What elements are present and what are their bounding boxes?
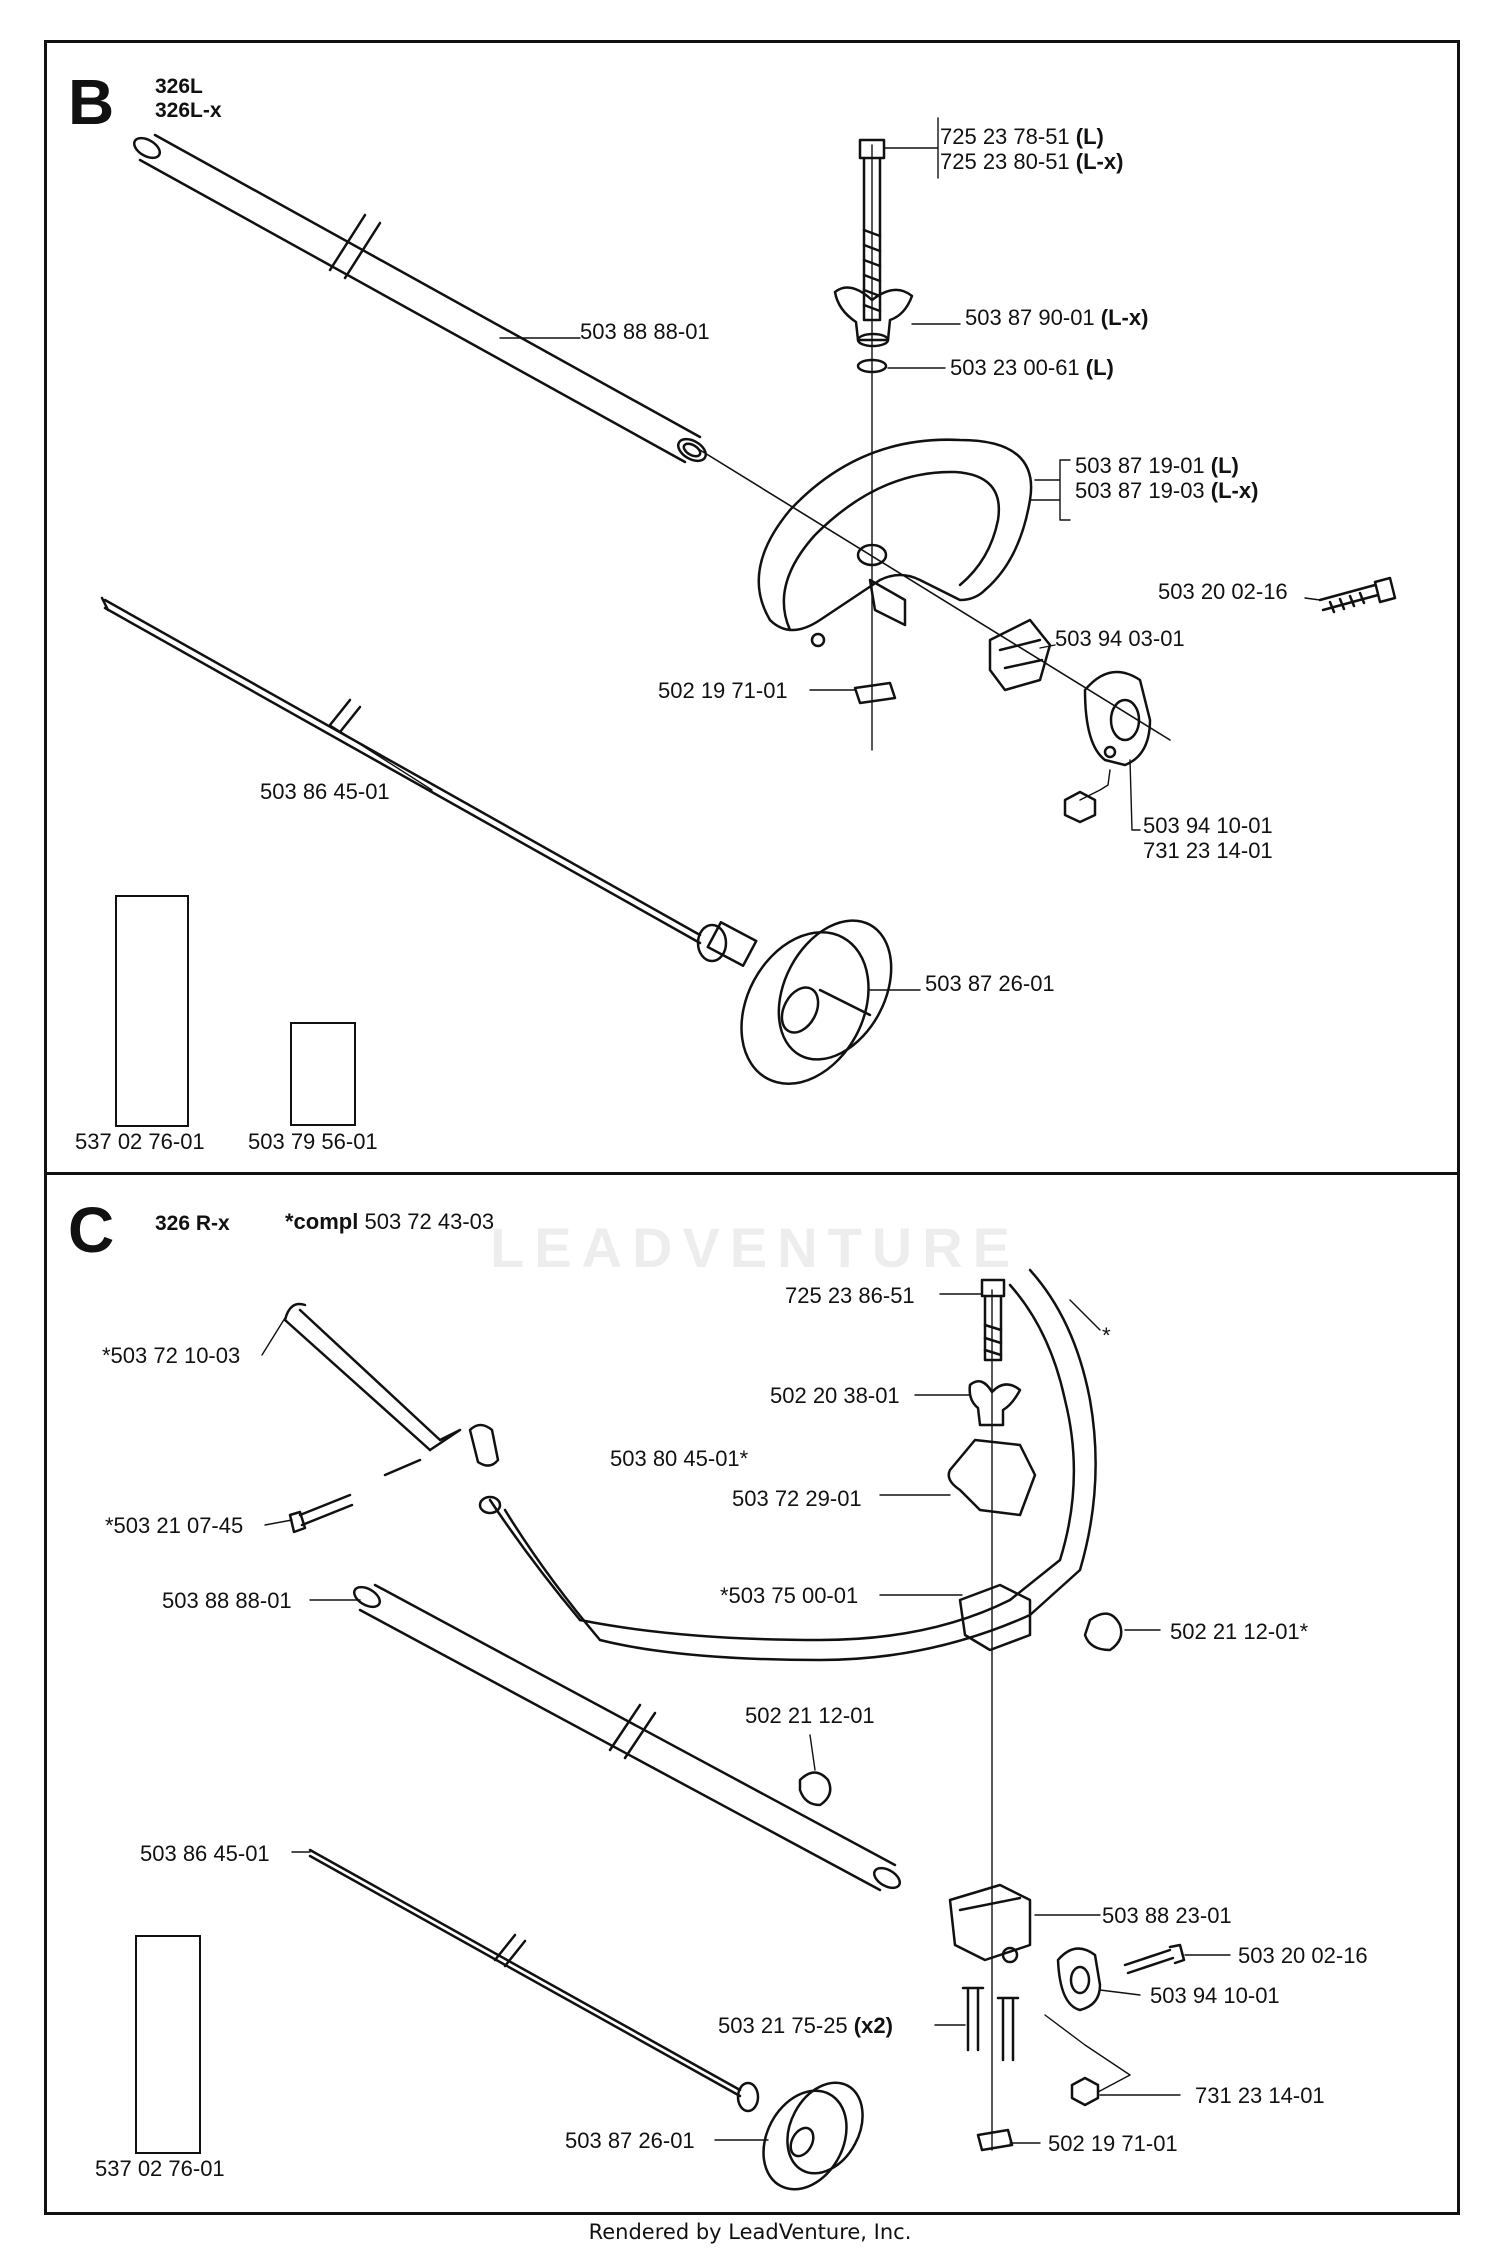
part-label: 725 23 78-51 (L) bbox=[940, 124, 1104, 149]
part-label: 503 23 00-61 (L) bbox=[950, 355, 1114, 380]
part-label: 502 19 71-01 bbox=[658, 678, 788, 703]
square-nut-b-shape bbox=[853, 681, 897, 705]
footer-credit: Rendered by LeadVenture, Inc. bbox=[588, 2220, 912, 2244]
part-label: 503 94 03-01 bbox=[1055, 626, 1185, 651]
section-letter-c: C bbox=[68, 1194, 115, 1266]
part-label: 503 80 45-01* bbox=[610, 1446, 749, 1471]
part-label: *503 21 07-45 bbox=[105, 1513, 244, 1538]
part-label: 503 88 23-01 bbox=[1102, 1903, 1232, 1928]
tube-b-shape bbox=[132, 133, 707, 464]
part-label: 731 23 14-01 bbox=[1143, 838, 1273, 863]
knob-c-shape bbox=[1083, 1612, 1123, 1652]
bolt-b-shape bbox=[858, 138, 886, 322]
part-label: 503 86 45-01 bbox=[140, 1841, 270, 1866]
part-label: 503 86 45-01 bbox=[260, 779, 390, 804]
part-label: 503 79 56-01 bbox=[248, 1129, 378, 1154]
drum-c-shape bbox=[762, 2081, 864, 2191]
drive-shaft-b-shape bbox=[100, 596, 758, 968]
handle-loop-b-shape bbox=[757, 438, 1033, 648]
square-nut-c-shape bbox=[976, 2128, 1014, 2152]
screw-c-shape bbox=[288, 1493, 354, 1534]
wing-knob-c-shape bbox=[968, 1380, 1022, 1427]
part-label: 503 94 10-01 bbox=[1143, 813, 1273, 838]
part-label: 503 21 75-25 (x2) bbox=[718, 2013, 893, 2038]
part-label: 503 20 02-16 bbox=[1158, 579, 1288, 604]
part-label: 503 87 26-01 bbox=[925, 971, 1055, 996]
screw-x2-b-shape bbox=[996, 1996, 1020, 2062]
clamp-cover-c-shape bbox=[947, 1438, 1037, 1517]
part-label: 503 87 19-01 (L) bbox=[1075, 453, 1239, 478]
part-label: *503 75 00-01 bbox=[720, 1583, 859, 1608]
part-label: 725 23 80-51 (L-x) bbox=[940, 149, 1124, 174]
drive-shaft-c-shape bbox=[308, 1848, 760, 2113]
part-label: 537 02 76-01 bbox=[95, 2156, 225, 2181]
wing-knob-b-shape bbox=[833, 286, 914, 348]
part-label: *503 72 10-03 bbox=[102, 1343, 241, 1368]
loop-handle-c-shape bbox=[478, 1268, 1097, 1662]
part-label: 502 19 71-01 bbox=[1048, 2131, 1178, 2156]
part-label: 502 21 12-01 bbox=[745, 1703, 875, 1728]
screw-b-shape bbox=[1318, 576, 1397, 614]
part-label: 503 94 10-01 bbox=[1150, 1983, 1280, 2008]
drum-b-shape bbox=[740, 919, 893, 1085]
clamp-c-shape bbox=[958, 1583, 1032, 1652]
diagram-frame bbox=[44, 40, 1460, 2215]
part-label: 503 72 29-01 bbox=[732, 1486, 862, 1511]
knob2-c-shape bbox=[798, 1771, 832, 1807]
clamp-body-c-shape bbox=[948, 1883, 1032, 1964]
bolt-c-shape bbox=[980, 1278, 1006, 1362]
clip-c-shape bbox=[468, 1423, 500, 1467]
part-label: 503 88 88-01 bbox=[162, 1588, 292, 1613]
part-label: 503 88 88-01 bbox=[580, 319, 710, 344]
screw-x2-a-shape bbox=[961, 1986, 985, 2052]
screw2-c-shape bbox=[1123, 1943, 1186, 1975]
part-label: 537 02 76-01 bbox=[75, 1129, 205, 1154]
part-label: 503 20 02-16 bbox=[1238, 1943, 1368, 1968]
tube-c-shape bbox=[352, 1583, 902, 1892]
front-grip-c-shape bbox=[283, 1302, 462, 1477]
part-label: 731 23 14-01 bbox=[1195, 2083, 1325, 2108]
part-label: 503 87 26-01 bbox=[565, 2128, 695, 2153]
watermark-text: LEADVENTURE bbox=[490, 1216, 1021, 1279]
decal-537-02-76-01-c bbox=[135, 1935, 201, 2154]
washer-b-shape bbox=[856, 358, 888, 374]
model-326l: 326L bbox=[155, 75, 203, 98]
section-divider bbox=[44, 1172, 1460, 1175]
section-letter-b: B bbox=[68, 66, 115, 138]
hex-nut-c-shape bbox=[1070, 2076, 1100, 2107]
clamp-block-b-shape bbox=[988, 618, 1052, 692]
hex-nut-b-shape bbox=[1063, 790, 1097, 824]
part-label: 503 87 90-01 (L-x) bbox=[965, 305, 1149, 330]
decal-537-02-76-01-b bbox=[115, 895, 189, 1127]
part-label: 502 20 38-01 bbox=[770, 1383, 900, 1408]
part-label: 502 21 12-01* bbox=[1170, 1619, 1309, 1644]
model-326-r-x: 326 R-x bbox=[155, 1212, 230, 1235]
decal-503-79-56-01 bbox=[290, 1022, 356, 1126]
model-326l-x: 326L-x bbox=[155, 99, 222, 122]
compl-label: *compl 503 72 43-03 bbox=[285, 1209, 495, 1234]
part-label: 725 23 86-51 bbox=[785, 1283, 915, 1308]
holder-c-shape bbox=[1056, 1947, 1102, 2012]
holder-b-shape bbox=[1083, 670, 1152, 767]
star-marker: * bbox=[1102, 1323, 1111, 1348]
part-label: 503 87 19-03 (L-x) bbox=[1075, 478, 1259, 503]
